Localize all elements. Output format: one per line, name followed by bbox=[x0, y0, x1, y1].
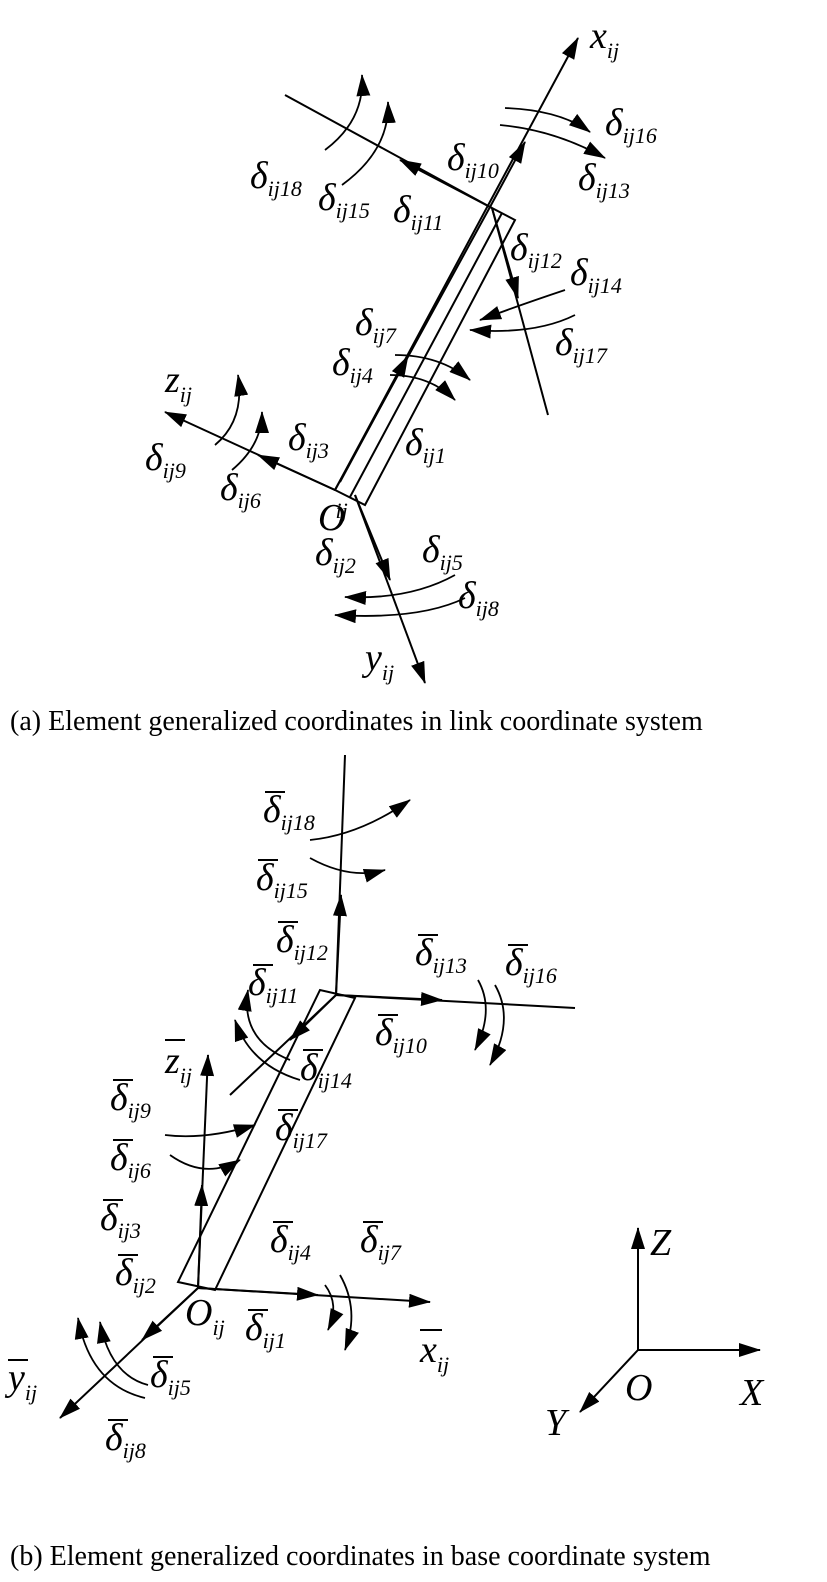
rot-arrow-bd14 bbox=[234, 1019, 301, 1081]
z-axis-label-a: zij bbox=[164, 359, 192, 407]
rot-arrow-bd6 bbox=[169, 1154, 241, 1177]
svg-text:zij: zij bbox=[164, 1040, 192, 1088]
svg-text:δij10: δij10 bbox=[375, 1012, 427, 1058]
svg-text:δij3: δij3 bbox=[288, 417, 329, 463]
rot-arrow-d15 bbox=[341, 101, 396, 186]
svg-text:δij10: δij10 bbox=[447, 137, 499, 183]
svg-text:δij13: δij13 bbox=[578, 157, 630, 203]
global-X-label: X bbox=[738, 1372, 765, 1414]
arrow-bd2 bbox=[141, 1287, 199, 1341]
rot-arrow-bd11 bbox=[237, 989, 291, 1061]
rot-arrow-bd9 bbox=[164, 1124, 256, 1138]
global-Z-label: Z bbox=[650, 1222, 672, 1264]
arrow-bd10 bbox=[335, 992, 443, 1007]
svg-text:δij8: δij8 bbox=[105, 1417, 146, 1463]
x-axis-label-a: xij bbox=[589, 15, 619, 63]
rot-arrow-d6 bbox=[231, 411, 269, 471]
svg-text:δij1: δij1 bbox=[405, 422, 446, 468]
svg-text:δij6: δij6 bbox=[110, 1137, 151, 1183]
svg-text:yij: yij bbox=[4, 1357, 37, 1405]
rot-arrow-d13 bbox=[499, 124, 606, 159]
arrow-d10 bbox=[489, 141, 526, 208]
svg-text:δij11: δij11 bbox=[248, 962, 298, 1008]
arrow-bd3 bbox=[194, 1184, 209, 1289]
svg-text:δij2: δij2 bbox=[315, 532, 356, 578]
global-Y-arrow bbox=[579, 1349, 639, 1413]
rot-arrow-d7 bbox=[394, 354, 471, 381]
svg-text:δij9: δij9 bbox=[110, 1077, 151, 1123]
svg-text:δij13: δij13 bbox=[415, 932, 467, 978]
panel-b: xij zij yij Oij δij18 δij15 δij12 δij11 … bbox=[4, 754, 765, 1463]
rot-arrow-bd4 bbox=[324, 1284, 344, 1331]
arrow-d11 bbox=[399, 159, 491, 208]
svg-text:δij15: δij15 bbox=[256, 857, 308, 903]
svg-text:δij6: δij6 bbox=[220, 467, 261, 513]
ybar-axis-label-b: yij bbox=[4, 1357, 37, 1405]
rot-arrow-bd5 bbox=[97, 1321, 149, 1386]
xbar-axis-label-b: xij bbox=[419, 1329, 449, 1377]
rot-arrow-d18 bbox=[324, 74, 371, 151]
panel-a: xij zij yij Oij δij18 δij15 δij11 δij10 … bbox=[145, 15, 657, 685]
deltabar-labels-b: δij18 δij15 δij12 δij11 δij13 δij16 δij1… bbox=[100, 789, 557, 1463]
global-Y-label: Y bbox=[545, 1402, 570, 1444]
svg-text:δij4: δij4 bbox=[270, 1219, 311, 1265]
arrow-d3 bbox=[257, 454, 336, 491]
arrow-bd1 bbox=[197, 1286, 319, 1301]
rot-arrow-d5 bbox=[344, 574, 456, 605]
caption-a: (a) Element generalized coordinates in l… bbox=[10, 706, 703, 737]
svg-text:δij17: δij17 bbox=[555, 322, 608, 368]
svg-text:δij16: δij16 bbox=[505, 942, 557, 988]
svg-text:xij: xij bbox=[419, 1329, 449, 1377]
arrow-bd12 bbox=[332, 894, 347, 996]
rot-arrow-bd7 bbox=[339, 1274, 359, 1351]
y-axis-label-a: yij bbox=[361, 637, 394, 685]
svg-text:δij15: δij15 bbox=[318, 177, 370, 223]
rot-arrow-bd15 bbox=[309, 857, 386, 883]
svg-text:δij7: δij7 bbox=[360, 1219, 402, 1265]
svg-text:δij12: δij12 bbox=[510, 227, 562, 273]
origin-label-b: Oij bbox=[185, 1292, 225, 1340]
delta-labels-a: δij18 δij15 δij11 δij10 δij16 δij13 δij1… bbox=[145, 102, 657, 621]
origin-label-a: Oij bbox=[318, 497, 348, 539]
arrow-bd11 bbox=[289, 994, 337, 1041]
rot-arrow-d17 bbox=[469, 314, 576, 339]
rot-arrow-bd8 bbox=[74, 1317, 146, 1399]
svg-text:δij12: δij12 bbox=[276, 919, 328, 965]
y-axis-arrow-a bbox=[354, 494, 426, 684]
svg-text:δij5: δij5 bbox=[422, 529, 463, 575]
arrow-d12 bbox=[491, 207, 519, 299]
svg-text:δij16: δij16 bbox=[605, 102, 657, 148]
arrow-d1 bbox=[339, 355, 409, 483]
caption-b: (b) Element generalized coordinates in b… bbox=[10, 1541, 711, 1572]
svg-text:δij18: δij18 bbox=[263, 789, 315, 835]
rot-arrow-bd18 bbox=[309, 799, 411, 841]
global-frame: Z X Y O bbox=[545, 1222, 765, 1444]
svg-text:δij17: δij17 bbox=[275, 1107, 328, 1153]
beam-centerline-a bbox=[349, 212, 503, 498]
rot-arrow-d4 bbox=[389, 374, 456, 401]
rot-arrow-bd13 bbox=[474, 979, 491, 1051]
svg-text:δij2: δij2 bbox=[115, 1252, 156, 1298]
rot-arrow-bd16 bbox=[489, 984, 507, 1066]
rot-arrow-d9 bbox=[214, 374, 249, 446]
svg-text:δij7: δij7 bbox=[355, 302, 397, 348]
svg-text:δij18: δij18 bbox=[250, 155, 302, 201]
beam-outline-a bbox=[333, 205, 517, 507]
rot-arrow-d8 bbox=[334, 597, 466, 624]
svg-text:δij8: δij8 bbox=[458, 575, 499, 621]
svg-text:δij14: δij14 bbox=[570, 252, 622, 298]
global-O-label: O bbox=[625, 1367, 652, 1409]
svg-text:δij5: δij5 bbox=[150, 1354, 191, 1400]
rot-arrow-d14 bbox=[479, 289, 566, 321]
svg-text:δij14: δij14 bbox=[300, 1047, 352, 1093]
svg-text:δij3: δij3 bbox=[100, 1197, 141, 1243]
zbar-axis-label-b: zij bbox=[164, 1039, 192, 1088]
arrow-d2 bbox=[354, 494, 391, 581]
svg-text:δij9: δij9 bbox=[145, 437, 186, 483]
svg-text:δij4: δij4 bbox=[332, 342, 373, 388]
svg-text:δij11: δij11 bbox=[393, 189, 443, 235]
svg-text:δij1: δij1 bbox=[245, 1307, 286, 1353]
rot-arrow-d16 bbox=[504, 107, 591, 133]
